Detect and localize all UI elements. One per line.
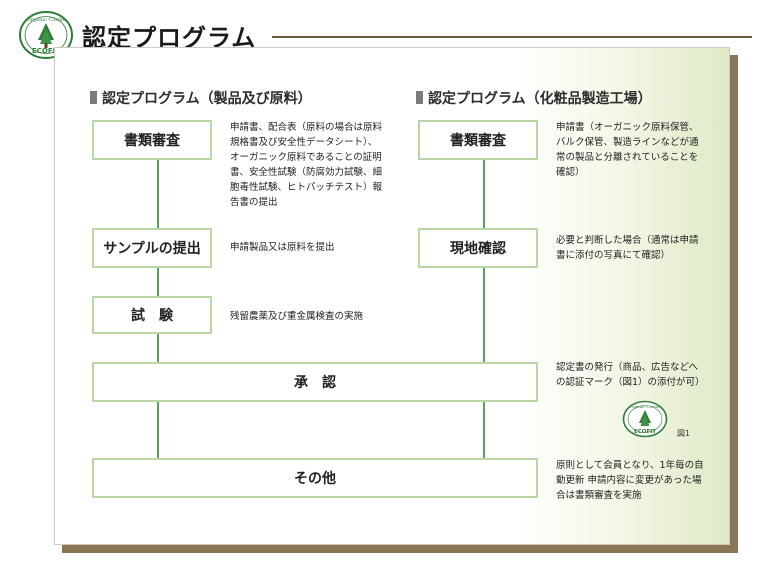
seal-text-top: Organic Cosme	[629, 404, 661, 409]
figure-label: 図1	[677, 429, 691, 438]
step-onsite-inspection: 現地確認	[418, 228, 538, 268]
step-testing: 試 験	[92, 296, 212, 334]
connector-right-3	[483, 402, 485, 458]
step-approval: 承 認	[92, 362, 538, 402]
note-onsite-inspection: 必要と判断した場合（通常は申請書に添付の写真にて確認）	[556, 235, 699, 261]
note-document-review-products: 申請書、配合表（原料の場合は原料規格書及び安全性データシート）、オーガニック原料…	[230, 122, 383, 208]
right-heading-text: 認定プログラム（化粧品製造工場）	[428, 91, 652, 107]
connector-left-4	[157, 402, 159, 458]
heading-marker	[90, 91, 97, 104]
connector-left-2	[157, 268, 159, 296]
left-heading-text: 認定プログラム（製品及び原料）	[102, 91, 312, 107]
logo-text-top: Organic Cosme	[27, 17, 66, 23]
connector-left-1	[157, 160, 159, 228]
note-testing: 残留農薬及び重金属検査の実施	[230, 311, 364, 322]
note-approval: 認定書の発行（商品、広告などへの認証マーク（図1）の添付が可）	[556, 362, 705, 388]
step-document-review-factory: 書類審査	[418, 120, 538, 160]
step-sample-submission: サンプルの提出	[92, 228, 212, 268]
heading-marker	[416, 91, 423, 104]
connector-right-1	[483, 160, 485, 228]
right-section-heading: 認定プログラム（化粧品製造工場）	[416, 88, 652, 108]
connector-right-2	[483, 268, 485, 362]
connector-left-3	[157, 334, 159, 362]
ecofit-logo: Organic Cosme ECOFIT	[19, 11, 73, 59]
step-document-review-products: 書類審査	[92, 120, 212, 160]
title-rule	[272, 36, 752, 38]
seal-text-bottom: ECOFIT	[634, 429, 656, 435]
note-other: 原則として会員となり、1年毎の自動更新 申請内容に変更があった場合は書類審査を実…	[556, 460, 704, 501]
logo-text-bottom: ECOFIT	[32, 47, 60, 55]
left-section-heading: 認定プログラム（製品及び原料）	[90, 88, 312, 108]
note-document-review-factory: 申請書（オーガニック原料保管、バルク保管、製造ラインなどが通常の製品と分離されて…	[556, 122, 699, 178]
note-sample-submission: 申請製品又は原料を提出	[230, 242, 335, 253]
step-other: その他	[92, 458, 538, 498]
ecofit-seal-figure: Organic Cosme ECOFIT	[622, 400, 668, 438]
